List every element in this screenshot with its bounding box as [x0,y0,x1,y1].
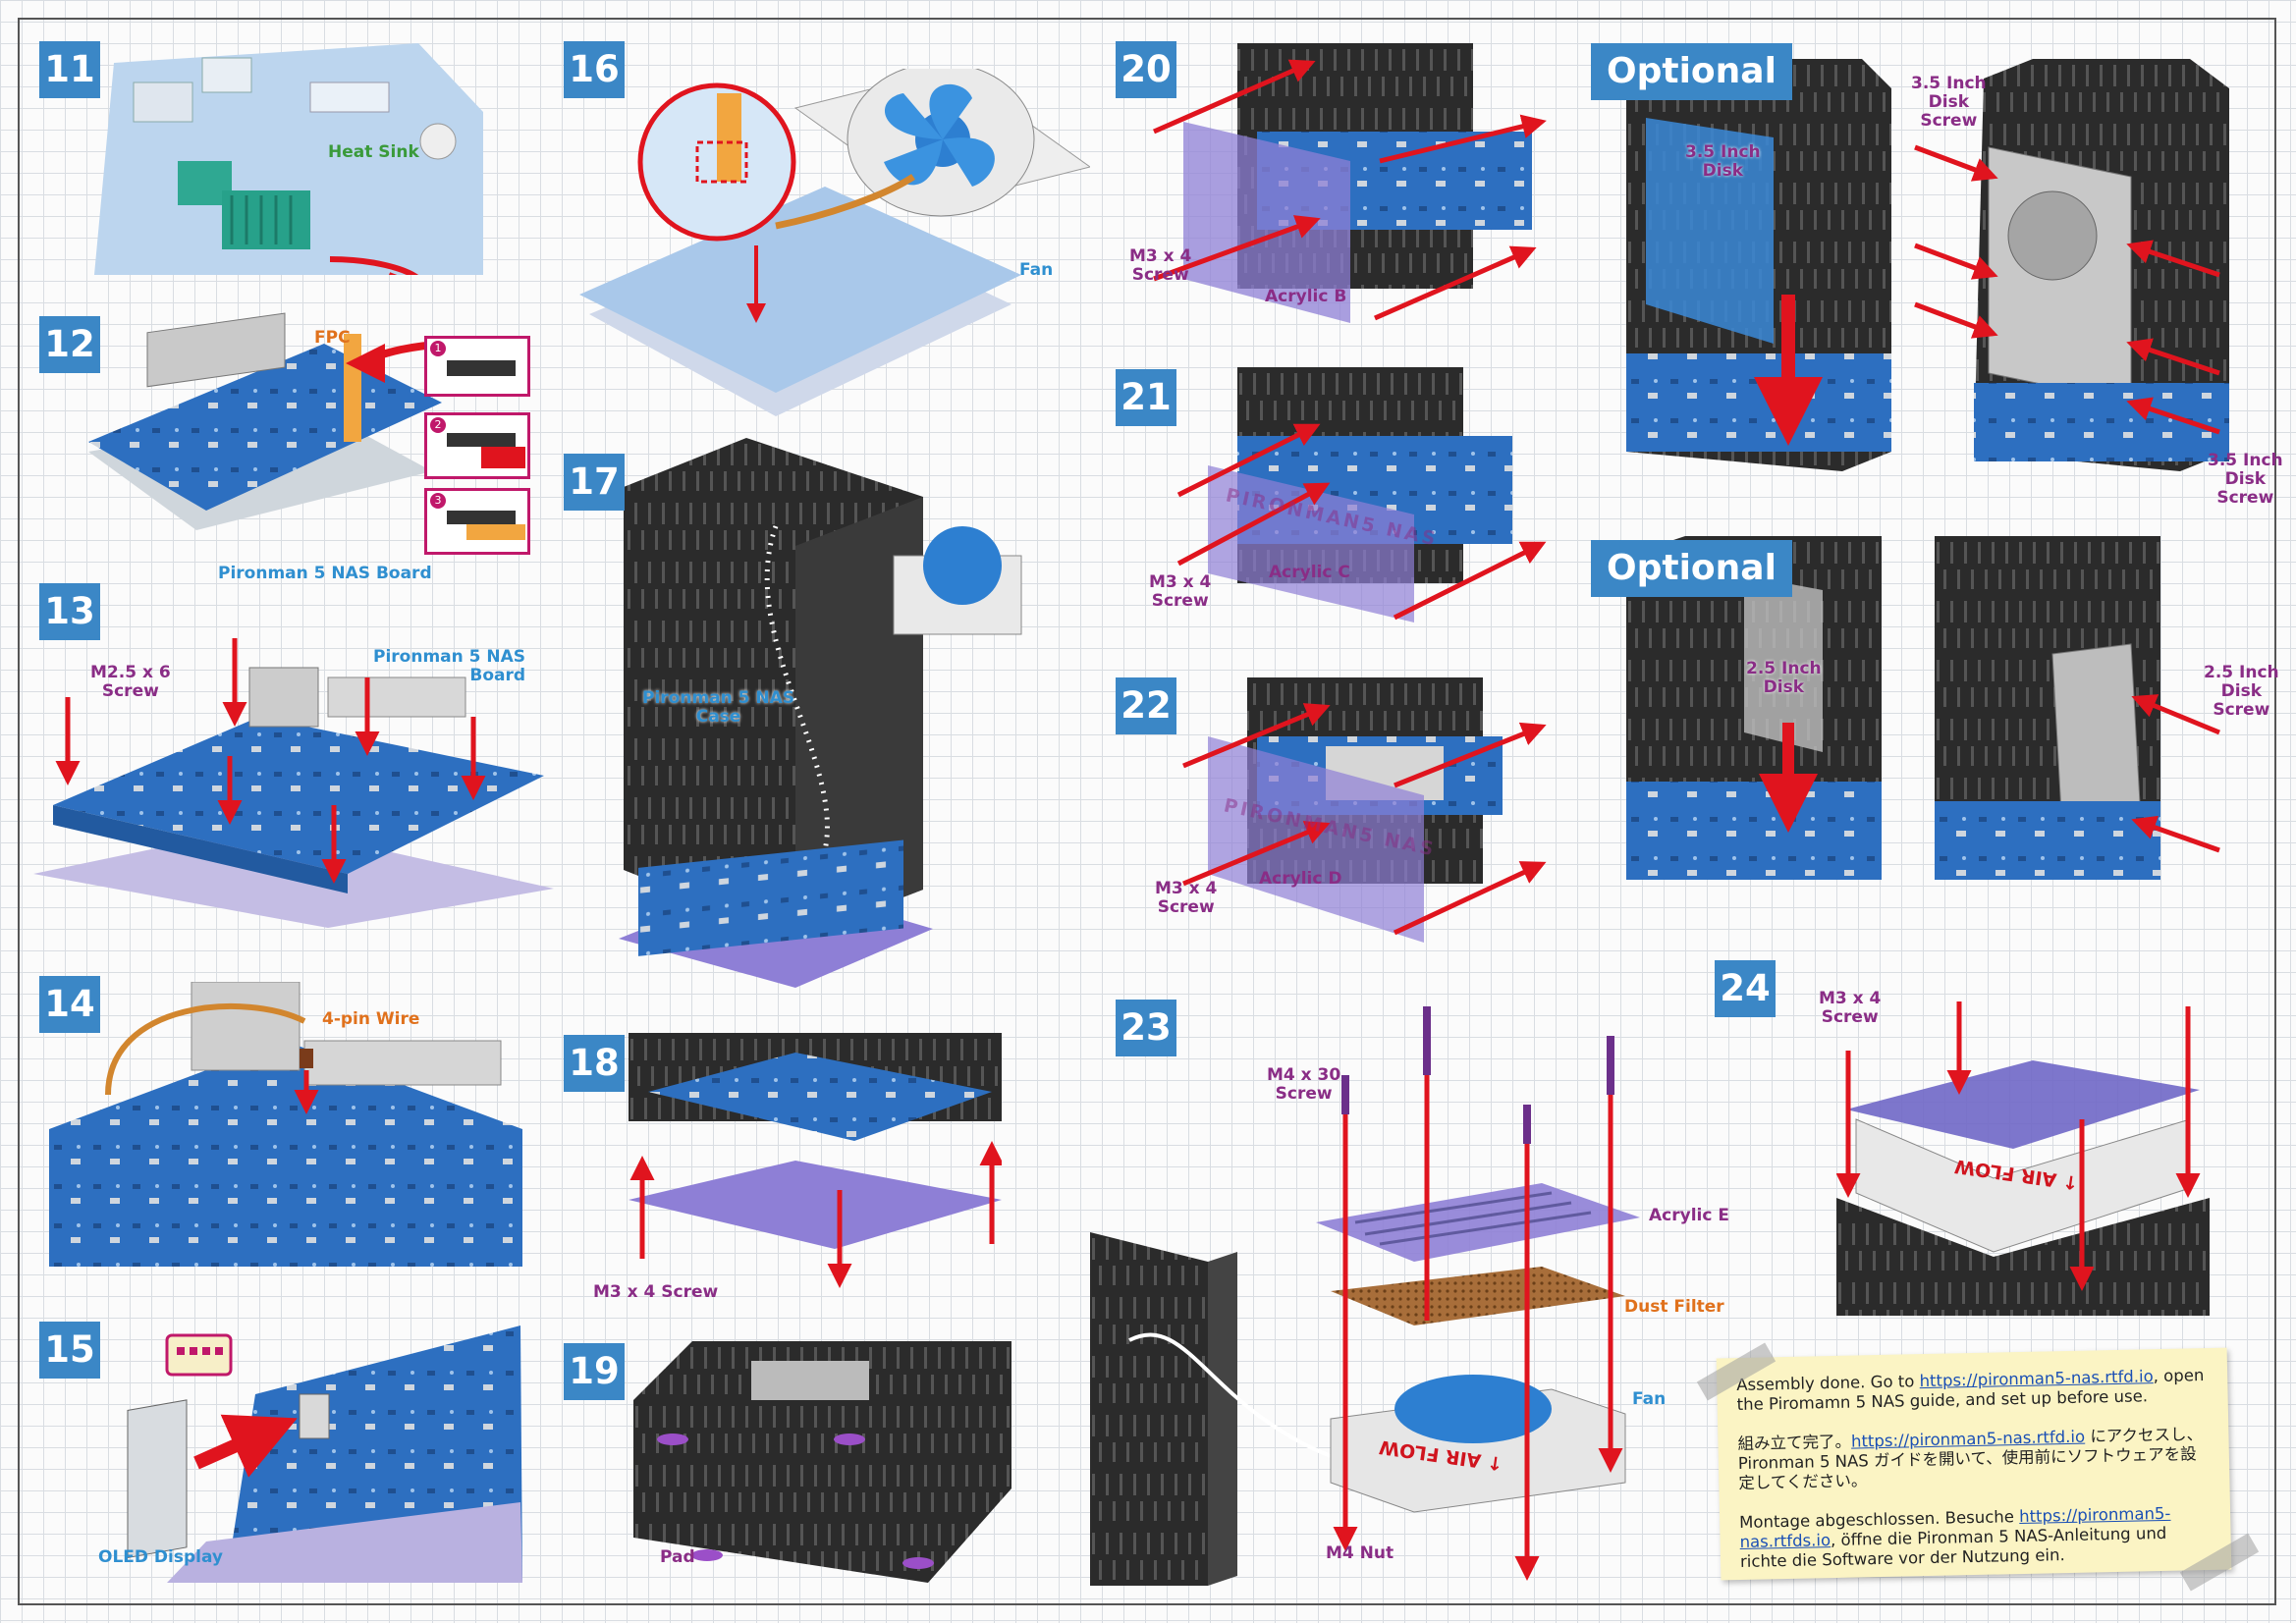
substep-1-badge: 1 [430,341,446,356]
step-17-number: 17 [564,454,625,511]
disk-25-label: 2.5 Inch Disk [1746,659,1822,697]
acrylic-c-label: Acrylic C [1269,563,1350,582]
step-11-illustration [94,43,483,275]
disk-35-screw-top-label: 3.5 Inch Disk Screw [1911,74,1987,131]
m3-screw-label-24: M3 x 4 Screw [1819,989,1882,1027]
m3-screw-label-22: M3 x 4 Screw [1155,879,1218,917]
heat-sink-large [222,190,310,249]
completion-note: Assembly done. Go to https://pironman5-n… [1716,1347,2232,1581]
optional-2-left-illustration [1626,536,1891,899]
dust-filter-label: Dust Filter [1624,1297,1724,1317]
step-11-number: 11 [39,41,100,98]
note-japanese: 組み立て完了。https://pironman5-nas.rtfd.io にアク… [1737,1425,2210,1493]
disk-25-screw-label: 2.5 Inch Disk Screw [2204,663,2279,720]
note-ja-text-1: 組み立て完了。 [1737,1432,1852,1454]
step-21-number: 21 [1116,369,1176,426]
nas-board-label-13: Pironman 5 NAS Board [373,647,526,685]
oled-display-label: OLED Display [98,1547,224,1567]
step-23-illustration [1090,997,1679,1586]
substep-2-badge: 2 [430,417,446,433]
optional-badge-2: Optional [1591,540,1792,597]
optional-2-right-illustration [1935,536,2249,899]
m4-screw-label: M4 x 30 Screw [1267,1065,1341,1104]
m4-nut-label: M4 Nut [1326,1543,1394,1563]
step-24-number: 24 [1715,960,1776,1017]
step-14-number: 14 [39,976,100,1033]
optional-1-left-illustration [1626,59,1891,471]
page-frame [18,18,2276,1605]
step-20-illustration [1139,43,1561,328]
fan-label-23: Fan [1632,1389,1667,1409]
step-12-illustration [69,304,442,540]
substep-3-badge: 3 [430,493,446,509]
step-23-number: 23 [1116,1000,1176,1056]
pad-label: Pad [660,1547,695,1567]
fpc-substep-1: 1 [424,336,530,397]
acrylic-e-label: Acrylic E [1649,1206,1729,1225]
m3-screw-label-21: M3 x 4 Screw [1149,572,1212,611]
heat-sink-label: Heat Sink [328,142,419,162]
optional-1-right-illustration [1905,59,2239,471]
step-19-illustration [633,1341,1011,1583]
fpc-substep-2: 2 [424,412,530,479]
acrylic-b-label: Acrylic B [1265,287,1347,306]
disk-35-screw-bottom-label: 3.5 Inch Disk Screw [2208,451,2283,508]
step-24-illustration [1836,982,2210,1316]
nas-board-label: Pironman 5 NAS Board [218,564,432,583]
step-17-illustration [619,438,1061,1017]
m3-screw-label-18: M3 x 4 Screw [593,1282,719,1302]
disk-35-label: 3.5 Inch Disk [1685,142,1761,181]
step-12-number: 12 [39,316,100,373]
step-18-number: 18 [564,1035,625,1092]
acrylic-d-label: Acrylic D [1259,869,1342,889]
note-english: Assembly done. Go to https://pironman5-n… [1736,1366,2209,1415]
optional-badge-1: Optional [1591,43,1792,100]
fpc-substep-3: 3 [424,488,530,555]
m3-screw-label-20: M3 x 4 Screw [1129,246,1192,285]
step-16-number: 16 [564,41,625,98]
note-en-text-1: Assembly done. Go to [1736,1372,1920,1395]
m25-screw-label: M2.5 x 6 Screw [90,663,171,701]
four-pin-wire-label: 4-pin Wire [322,1009,420,1029]
step-16-illustration [579,69,1090,416]
step-22-illustration [1169,677,1561,952]
step-21-illustration [1169,367,1561,632]
step-22-number: 22 [1116,677,1176,734]
note-german: Montage abgeschlossen. Besuche https://p… [1739,1503,2212,1572]
step-18-illustration [629,1033,1002,1298]
step-14-illustration [49,982,522,1267]
step-19-number: 19 [564,1343,625,1400]
step-13-illustration [33,609,554,928]
fpc-label: FPC [314,328,351,348]
fan-label-16: Fan [1019,260,1054,280]
step-15-illustration [108,1325,522,1583]
step-20-number: 20 [1116,41,1176,98]
step-15-number: 15 [39,1322,100,1379]
step-13-number: 13 [39,583,100,640]
nas-case-label: Pironman 5 NAS Case [642,688,795,727]
